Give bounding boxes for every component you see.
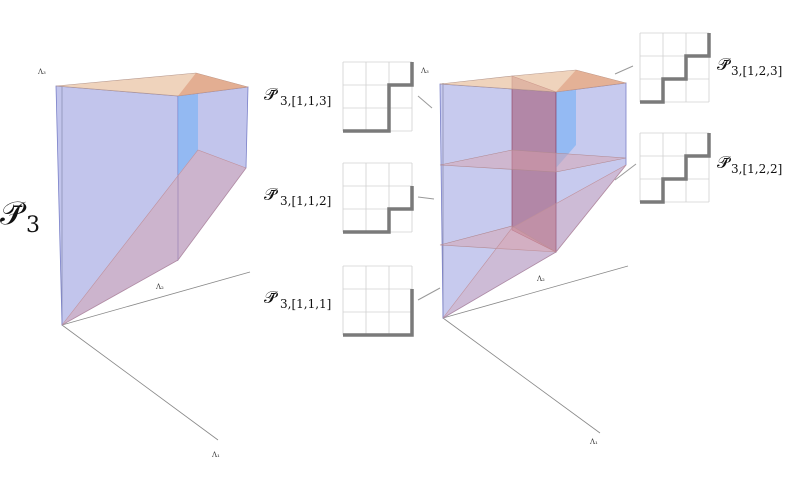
label-p123-subscript: 3,[1,2,3]: [731, 64, 782, 78]
connector-112: [417, 196, 435, 200]
label-p113-subscript: 3,[1,1,3]: [280, 94, 331, 108]
partition-grid-123: [639, 32, 711, 104]
lattice-path: [343, 289, 414, 337]
right-slice-middle: [439, 149, 627, 173]
left-title-subscript: 3: [26, 213, 40, 238]
connector-123: [614, 65, 634, 75]
partition-grid-112: [342, 162, 414, 234]
partition-grid-113: [342, 61, 414, 133]
label-p122-subscript: 3,[1,2,2]: [731, 162, 782, 176]
connectors: [417, 65, 637, 301]
label-p111-subscript: 3,[1,1,1]: [280, 297, 331, 311]
connector-113: [417, 95, 433, 109]
right-label-lambda3: Λ₃: [420, 67, 429, 75]
right-axis-lambda2: [442, 265, 629, 319]
right-axis-lambda1: [442, 317, 601, 434]
label-p112: 𝒫̄ 3,[1,1,2]: [264, 185, 331, 208]
lattice-path: [640, 33, 711, 104]
left-face-slope: [61, 149, 247, 326]
label-p111-symbol: 𝒫̄: [264, 288, 278, 308]
lattice-path: [343, 186, 414, 234]
label-p112-symbol: 𝒫̄: [264, 185, 278, 205]
label-p122: 𝒫̄ 3,[1,2,2]: [717, 153, 782, 176]
right-face-slope: [442, 164, 627, 319]
left-axis-lambda1: [61, 324, 219, 441]
left-face-top-orange: [178, 73, 248, 96]
right-label-lambda1: Λ₁: [589, 438, 598, 446]
partition-grid-111: [342, 265, 414, 337]
label-p122-symbol: 𝒫̄: [717, 153, 731, 173]
connector-111: [417, 287, 441, 301]
lattice-path: [640, 133, 711, 204]
left-label-lambda3: Λ₃: [37, 68, 46, 76]
left-label-lambda2: Λ₂: [155, 283, 164, 291]
connector-122: [614, 163, 637, 181]
partition-grid-122: [639, 132, 711, 204]
label-p112-subscript: 3,[1,1,2]: [280, 194, 331, 208]
left-face-inner-blue: [178, 94, 198, 175]
lattice-path: [343, 62, 414, 133]
left-polytope: Λ₃ Λ₂ Λ₁: [37, 68, 251, 459]
label-p123: 𝒫̄ 3,[1,2,3]: [717, 55, 782, 78]
left-label-lambda1: Λ₁: [211, 451, 220, 459]
right-face-top-orange: [556, 70, 626, 92]
left-title-symbol: 𝒫̄: [0, 194, 27, 232]
label-p113: 𝒫̄ 3,[1,1,3]: [264, 85, 331, 108]
left-axis-lambda2: [61, 271, 251, 326]
label-p113-symbol: 𝒫̄: [264, 85, 278, 105]
right-polytope: Λ₃ Λ₂ Λ₁: [420, 67, 629, 446]
label-p111: 𝒫̄ 3,[1,1,1]: [264, 288, 331, 311]
label-p123-symbol: 𝒫̄: [717, 55, 731, 75]
right-slice-lower: [439, 225, 557, 253]
right-face-inner-blue: [556, 90, 576, 168]
right-label-lambda2: Λ₂: [536, 275, 545, 283]
